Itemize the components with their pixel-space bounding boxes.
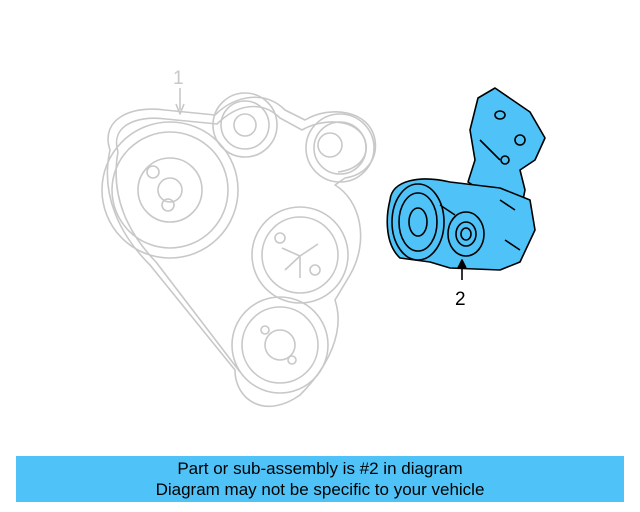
belt-tensioner [386, 87, 546, 280]
belt-pulley-assembly [101, 88, 377, 407]
callout-label-1: 1 [173, 68, 184, 89]
tensioner-pulley [391, 183, 445, 261]
idler-pulley-2 [305, 113, 375, 183]
parts-diagram [101, 87, 546, 407]
bottom-pulley [231, 296, 329, 394]
banner-line-2: Diagram may not be specific to your vehi… [155, 480, 485, 499]
serpentine-belt [106, 96, 377, 407]
banner-line-1: Part or sub-assembly is #2 in diagram [177, 459, 463, 478]
callout-label-2: 2 [455, 289, 466, 310]
info-banner: Part or sub-assembly is #2 in diagram Di… [16, 456, 624, 502]
idler-pulley-1 [212, 92, 278, 158]
crank-pulley [101, 121, 239, 259]
pump-pulley [251, 206, 349, 304]
